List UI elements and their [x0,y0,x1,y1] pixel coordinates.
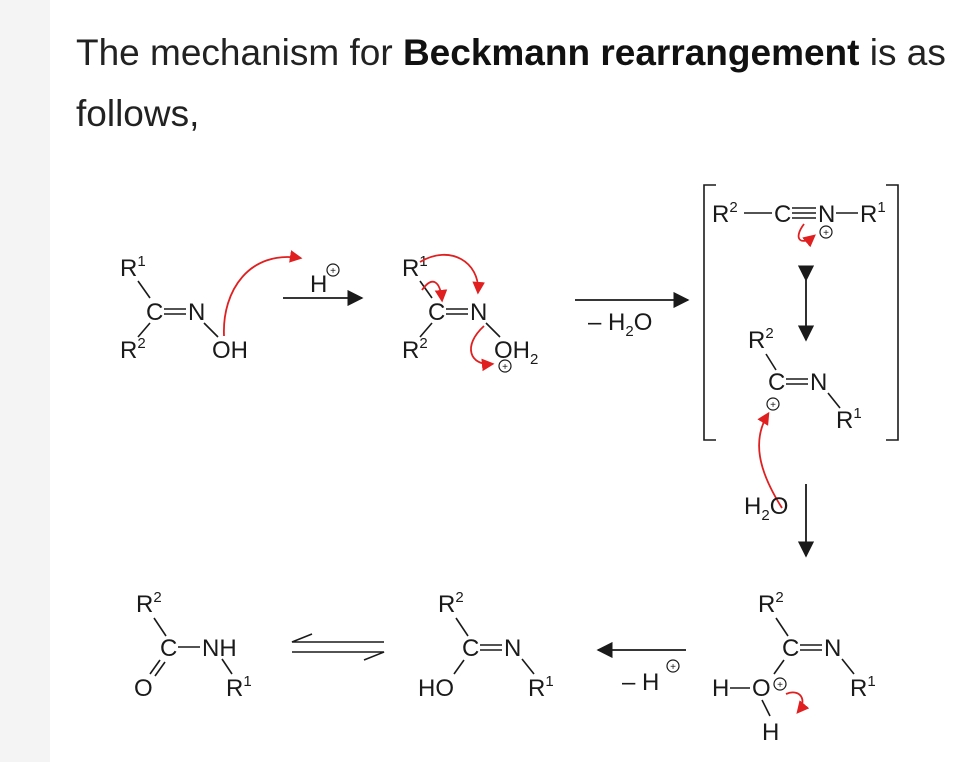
left-bracket [703,184,716,441]
h-plus-label: H [310,271,327,298]
imidic-acid-molecule: R2 C N R1 HO [418,589,554,702]
h-label: H [762,719,779,746]
electron-arrow-deprotonation [785,691,810,714]
electron-arrow-pi-bond [421,280,448,303]
electron-arrow-leaving [470,325,495,372]
water-attack-step: H2O [744,411,815,558]
bond-n-o [203,322,219,338]
r2-label: R2 [120,335,146,364]
content-card: The mechanism for Beckmann rearrangement… [50,0,972,762]
plus-charge-icon [498,359,512,373]
r2-label: R2 [438,589,464,618]
svg-text:+: + [823,228,829,239]
hydroxyl-label: OH [212,337,248,364]
oxygen-label: O [134,675,153,702]
r1-label: R1 [528,673,554,702]
intro-paragraph: The mechanism for Beckmann rearrangement… [76,22,956,144]
hydroxyl-label: HO [418,675,454,702]
nitrogen-label: N [504,635,521,662]
nitrilium-resonance-bracket: R2 C N R1 + R2 C N R1 + [703,184,899,441]
carbon-label: C [768,369,785,396]
mechanism-scheme: R1 R2 C N OH H + R1 R2 C N OH2 + [120,184,899,746]
r2-label: R2 [136,589,162,618]
water-label: H2O [744,493,788,524]
r2-label: R2 [758,589,784,618]
electron-arrow-protonation [223,250,303,337]
carbon-label: C [428,299,445,326]
protonated-oxime-molecule: R1 R2 C N OH2 + [402,253,538,373]
r1-label: R1 [226,673,252,702]
minus-water-label: – H2O [588,309,652,340]
nitrogen-label: N [818,201,835,228]
plus-charge-icon [773,677,787,691]
h-label: H [712,675,729,702]
water-leaving-group-label: OH2 [494,337,538,368]
step2-arrow: – H2O [575,291,690,340]
oxime-molecule: R1 R2 C N OH [120,250,303,364]
plus-charge-icon [819,225,833,239]
plus-charge-icon [326,263,340,277]
svg-text:+: + [330,266,336,277]
electron-arrow-water-attack [757,411,783,509]
carbon-label: C [462,635,479,662]
svg-text:+: + [502,362,508,373]
carbon-label: C [774,201,791,228]
r1-label: R1 [850,673,876,702]
intro-bold-term: Beckmann rearrangement [402,32,860,73]
r1-label: R1 [120,253,146,282]
nitrogen-label: N [810,369,827,396]
nitrogen-label: N [824,635,841,662]
r2-label: R2 [748,325,774,354]
oxygen-label: O [752,675,771,702]
nitrogen-label: N [470,299,487,326]
r1-label: R1 [860,199,886,228]
svg-text:+: + [777,680,783,691]
r2-label: R2 [402,335,428,364]
right-bracket [886,184,899,441]
carbon-label: C [782,635,799,662]
plus-charge-icon [666,659,680,673]
bond-r2-c [137,322,151,338]
carbon-label: C [160,635,177,662]
deprotonation-arrow: – H + [596,641,686,696]
svg-text:+: + [770,400,776,411]
protonated-imidic-acid-molecule: R2 C N R1 H O + H [712,589,876,746]
intro-prefix: The mechanism for [76,32,403,73]
step1-arrow: H + [283,263,364,307]
r1-label: R1 [402,253,428,282]
carbon-label: C [146,299,163,326]
svg-text:+: + [670,662,676,673]
intro-suffix: is as follows, [76,32,946,134]
amine-label: NH [202,635,237,662]
tautomerism-equilibrium-arrow [291,633,385,661]
nitrogen-label: N [188,299,205,326]
electron-arrow-resonance [797,223,816,248]
carbonyl-double-bond [149,659,161,675]
plus-charge-icon [766,397,780,411]
r1-label: R1 [836,405,862,434]
amide-product-molecule: R2 C NH R1 O [134,589,252,702]
r2-label: R2 [712,199,738,228]
minus-h-plus-label: – H [622,669,659,696]
electron-arrow-migration [419,253,485,295]
bond-r1-c [137,280,151,299]
